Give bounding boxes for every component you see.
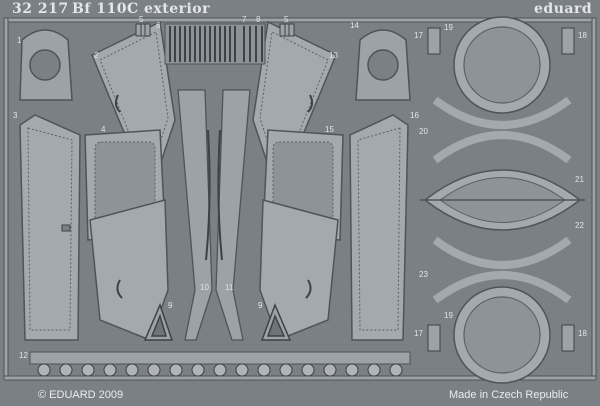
part-number: 5	[139, 15, 144, 24]
part-19-ring-bottom	[453, 286, 551, 384]
part-number: 4	[101, 125, 106, 134]
part-number: 3	[13, 111, 18, 120]
part-23-x-frame	[432, 236, 572, 304]
brand-logo: eduard	[534, 1, 593, 17]
part-number: 6	[156, 21, 161, 30]
part-number: 5	[284, 15, 289, 24]
part-number: 18	[578, 329, 587, 338]
part-number: 19	[444, 311, 453, 320]
part-number: 13	[329, 51, 338, 60]
part-3-panel	[19, 114, 81, 341]
part-5-grilles	[135, 23, 295, 37]
part-number: 9	[258, 301, 263, 310]
part-number: 19	[444, 23, 453, 32]
part-6-8-ribbed-strips	[164, 23, 266, 65]
lower-flaps	[89, 199, 339, 341]
part-number: 23	[419, 270, 428, 279]
part-number: 21	[575, 175, 584, 184]
fret-code: 32 217	[12, 1, 69, 17]
part-1-fairing	[19, 29, 73, 101]
copyright-text: © EDUARD 2009	[38, 389, 124, 401]
part-21-22-lens	[420, 169, 585, 231]
part-number: 18	[578, 31, 587, 40]
part-number: 7	[242, 15, 247, 24]
part-14-fairing	[355, 29, 411, 101]
part-number: 8	[256, 15, 261, 24]
part-20-x-frame	[432, 96, 572, 164]
origin-text: Made in Czech Republic	[449, 389, 569, 401]
part-number: 12	[19, 351, 28, 360]
part-number: 17	[414, 31, 423, 40]
parts-17-18-strips	[427, 27, 575, 352]
part-number: 17	[414, 329, 423, 338]
part-number: 10	[200, 283, 209, 292]
fret-title: Bf 110C exterior	[72, 1, 211, 17]
part-number: 15	[325, 125, 334, 134]
fret-frame	[3, 17, 597, 381]
part-number: 22	[575, 221, 584, 230]
part-16-panel	[349, 114, 409, 341]
part-number: 2	[94, 51, 99, 60]
part-number: 20	[419, 127, 428, 136]
part-number: 1	[17, 36, 22, 45]
part-number: 11	[225, 283, 234, 292]
part-number: 14	[350, 21, 359, 30]
part-10-11-strips	[177, 89, 251, 341]
part-number: 16	[410, 111, 419, 120]
part-number: 9	[168, 301, 173, 310]
part-19-ring-top	[453, 16, 551, 114]
part-9-brackets	[143, 302, 292, 341]
part-12-row	[29, 351, 411, 377]
